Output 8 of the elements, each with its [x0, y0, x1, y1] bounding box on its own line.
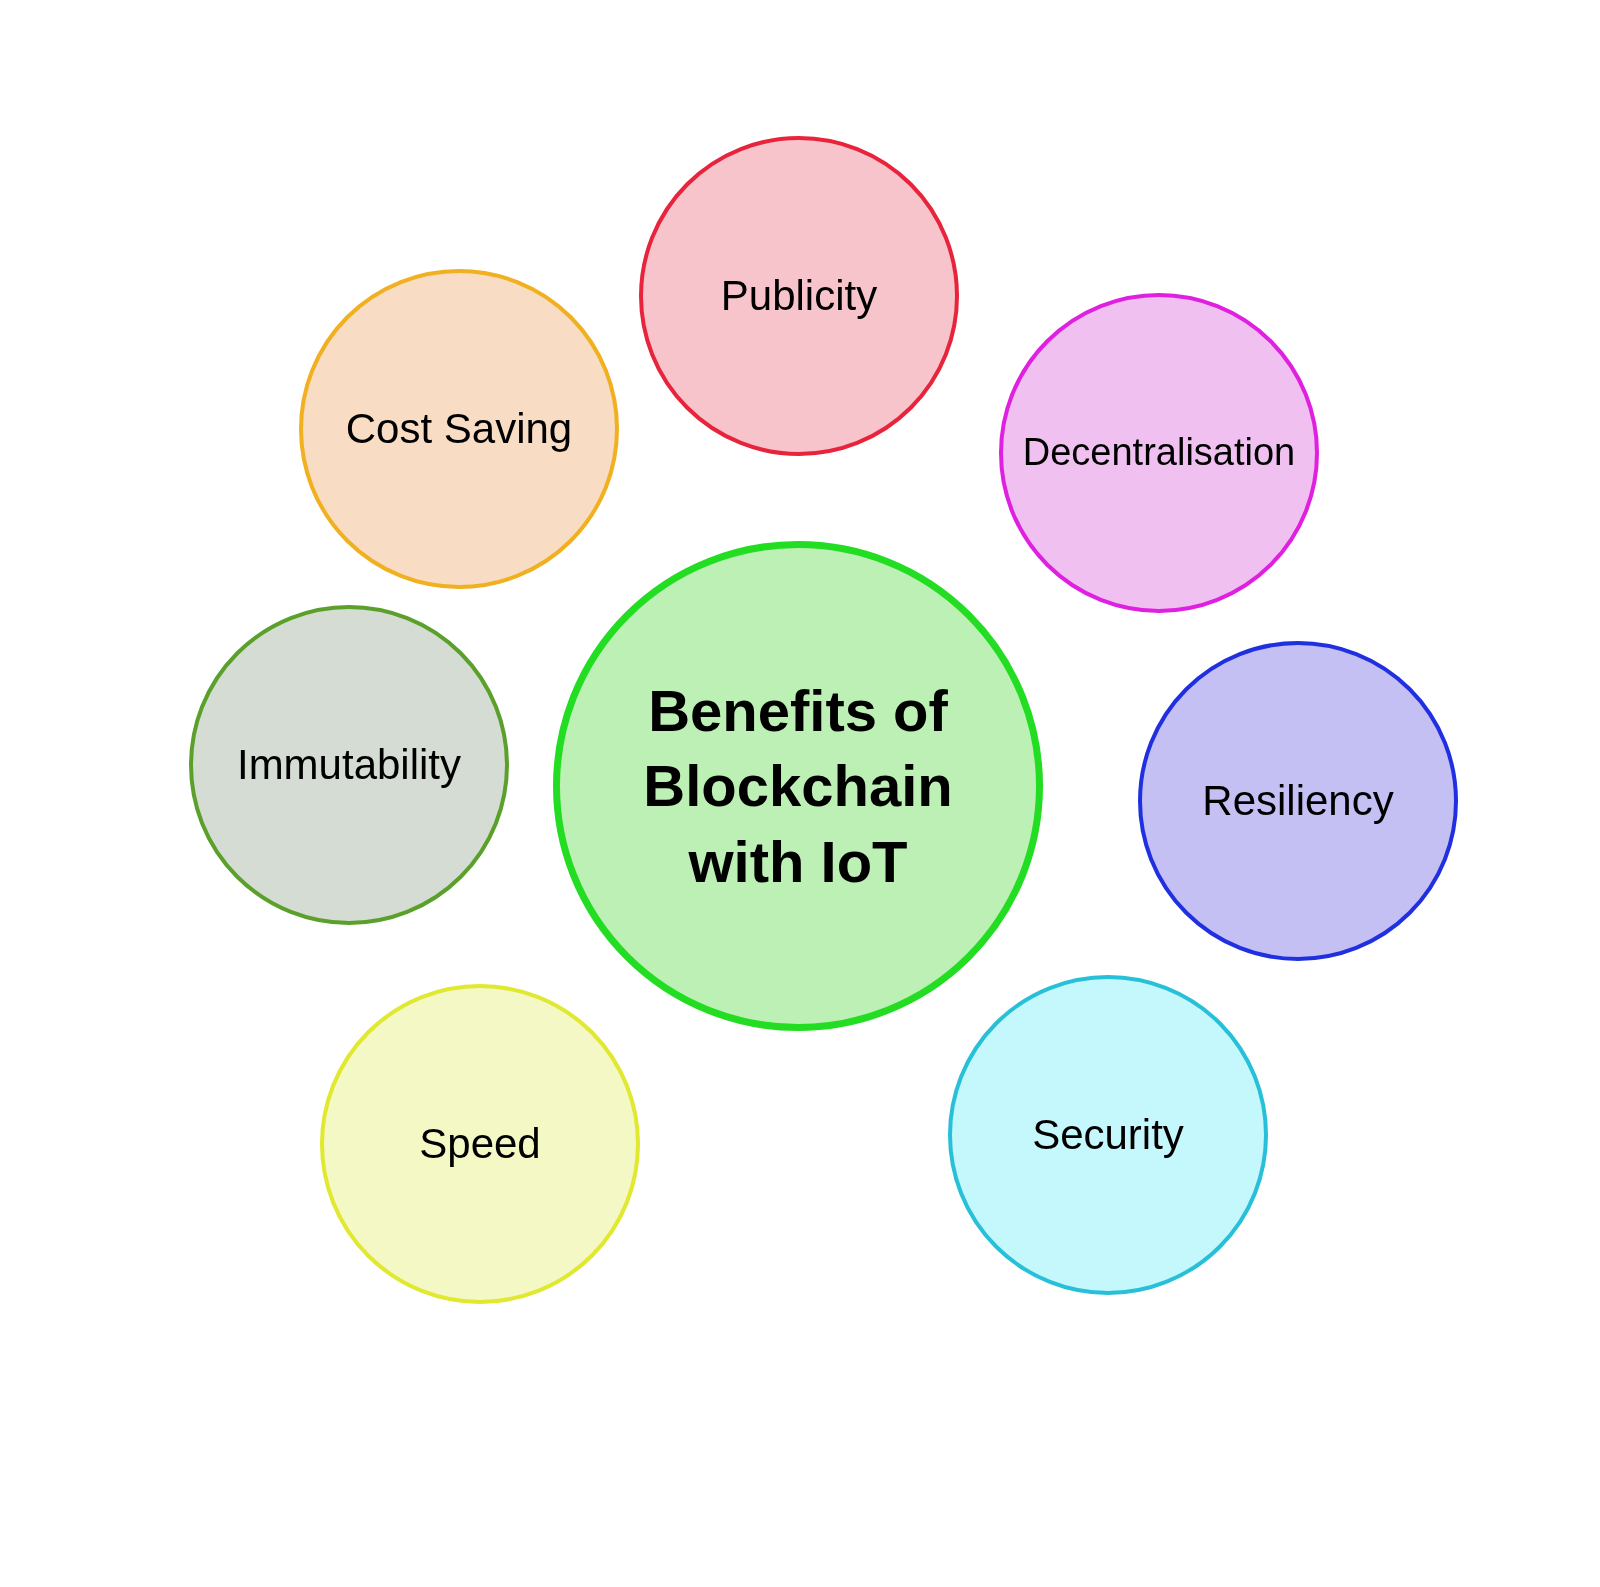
title-label: Benefits of Blockchain with IoT — [642, 676, 954, 896]
circle-label: Immutability — [236, 739, 462, 790]
circle-label: Speed — [419, 1118, 541, 1169]
circle-label: Decentralisation — [1022, 430, 1296, 476]
circle-label: Publicity — [720, 270, 878, 321]
circle-label: Security — [1032, 1109, 1184, 1160]
circle-label: Resiliency — [1202, 775, 1394, 826]
circle-label: Cost Saving — [345, 403, 573, 454]
